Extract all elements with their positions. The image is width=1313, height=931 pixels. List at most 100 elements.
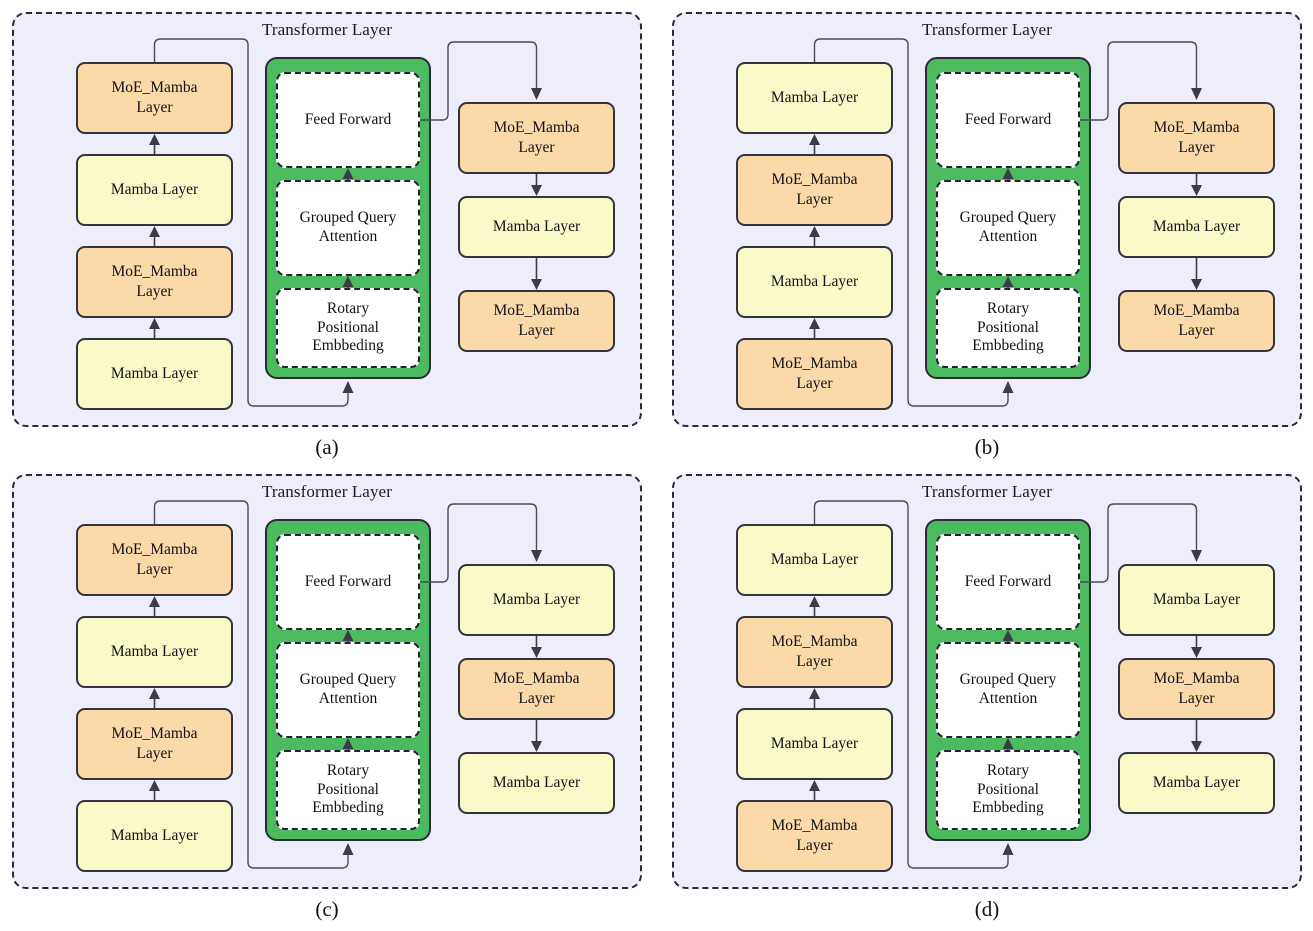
feed-forward[interactable]: Feed Forward	[276, 72, 420, 168]
right-node-3-mamba[interactable]: Mamba Layer	[458, 752, 615, 814]
connector-transformer-to-right-arrowhead	[1191, 88, 1202, 100]
right-node-1-mamba[interactable]: Mamba Layer	[458, 564, 615, 636]
node-label: Feed Forward	[304, 110, 392, 128]
feed-forward[interactable]: Feed Forward	[936, 534, 1080, 630]
connector-transformer-to-right-arrowhead	[531, 88, 542, 100]
left-node-3-mamba[interactable]: Mamba Layer	[736, 246, 893, 318]
node-label: Feed Forward	[304, 572, 392, 590]
left-node-2-mamba[interactable]: Mamba Layer	[76, 154, 233, 226]
connector-left-to-transformer-arrowhead	[1002, 381, 1014, 393]
panel-caption-c: (c)	[315, 897, 339, 921]
node-label: Mamba Layer	[110, 365, 199, 383]
connector-transformer-to-right-arrowhead	[1191, 550, 1202, 562]
node-label: Mamba Layer	[1152, 774, 1241, 792]
feed-forward[interactable]: Feed Forward	[936, 72, 1080, 168]
node-label: Mamba Layer	[110, 643, 199, 661]
transformer-layer-title: Transformer Layer	[262, 20, 392, 39]
node-label: Mamba Layer	[492, 591, 581, 609]
transformer-layer-title: Transformer Layer	[922, 20, 1052, 39]
left-node-1-mamba[interactable]: Mamba Layer	[736, 62, 893, 134]
node-label: Mamba Layer	[770, 273, 859, 291]
transformer-layer-title: Transformer Layer	[262, 482, 392, 501]
connector-left-to-transformer-arrowhead	[1002, 843, 1014, 855]
node-label: Mamba Layer	[1152, 218, 1241, 236]
left-node-3-mamba[interactable]: Mamba Layer	[736, 708, 893, 780]
feed-forward[interactable]: Feed Forward	[276, 534, 420, 630]
connector-left-to-transformer-arrowhead	[342, 381, 354, 393]
right-node-2-mamba[interactable]: Mamba Layer	[458, 196, 615, 258]
node-label: Mamba Layer	[770, 735, 859, 753]
node-label: Mamba Layer	[110, 827, 199, 845]
left-node-2-mamba[interactable]: Mamba Layer	[76, 616, 233, 688]
node-label: Mamba Layer	[770, 89, 859, 107]
left-node-4-mamba[interactable]: Mamba Layer	[76, 338, 233, 410]
node-label: Mamba Layer	[110, 181, 199, 199]
right-node-2-mamba[interactable]: Mamba Layer	[1118, 196, 1275, 258]
node-label: Mamba Layer	[770, 551, 859, 569]
left-node-4-mamba[interactable]: Mamba Layer	[76, 800, 233, 872]
right-node-1-mamba[interactable]: Mamba Layer	[1118, 564, 1275, 636]
right-node-3-mamba[interactable]: Mamba Layer	[1118, 752, 1275, 814]
connector-transformer-to-right-arrowhead	[531, 550, 542, 562]
panel-caption-b: (b)	[974, 435, 1000, 459]
panel-caption-d: (d)	[974, 897, 1000, 921]
node-label: Mamba Layer	[492, 774, 581, 792]
panel-caption-a: (a)	[315, 435, 339, 459]
transformer-layer-title: Transformer Layer	[922, 482, 1052, 501]
node-label: Mamba Layer	[492, 218, 581, 236]
connector-left-to-transformer-arrowhead	[342, 843, 354, 855]
node-label: Mamba Layer	[1152, 591, 1241, 609]
left-node-1-mamba[interactable]: Mamba Layer	[736, 524, 893, 596]
